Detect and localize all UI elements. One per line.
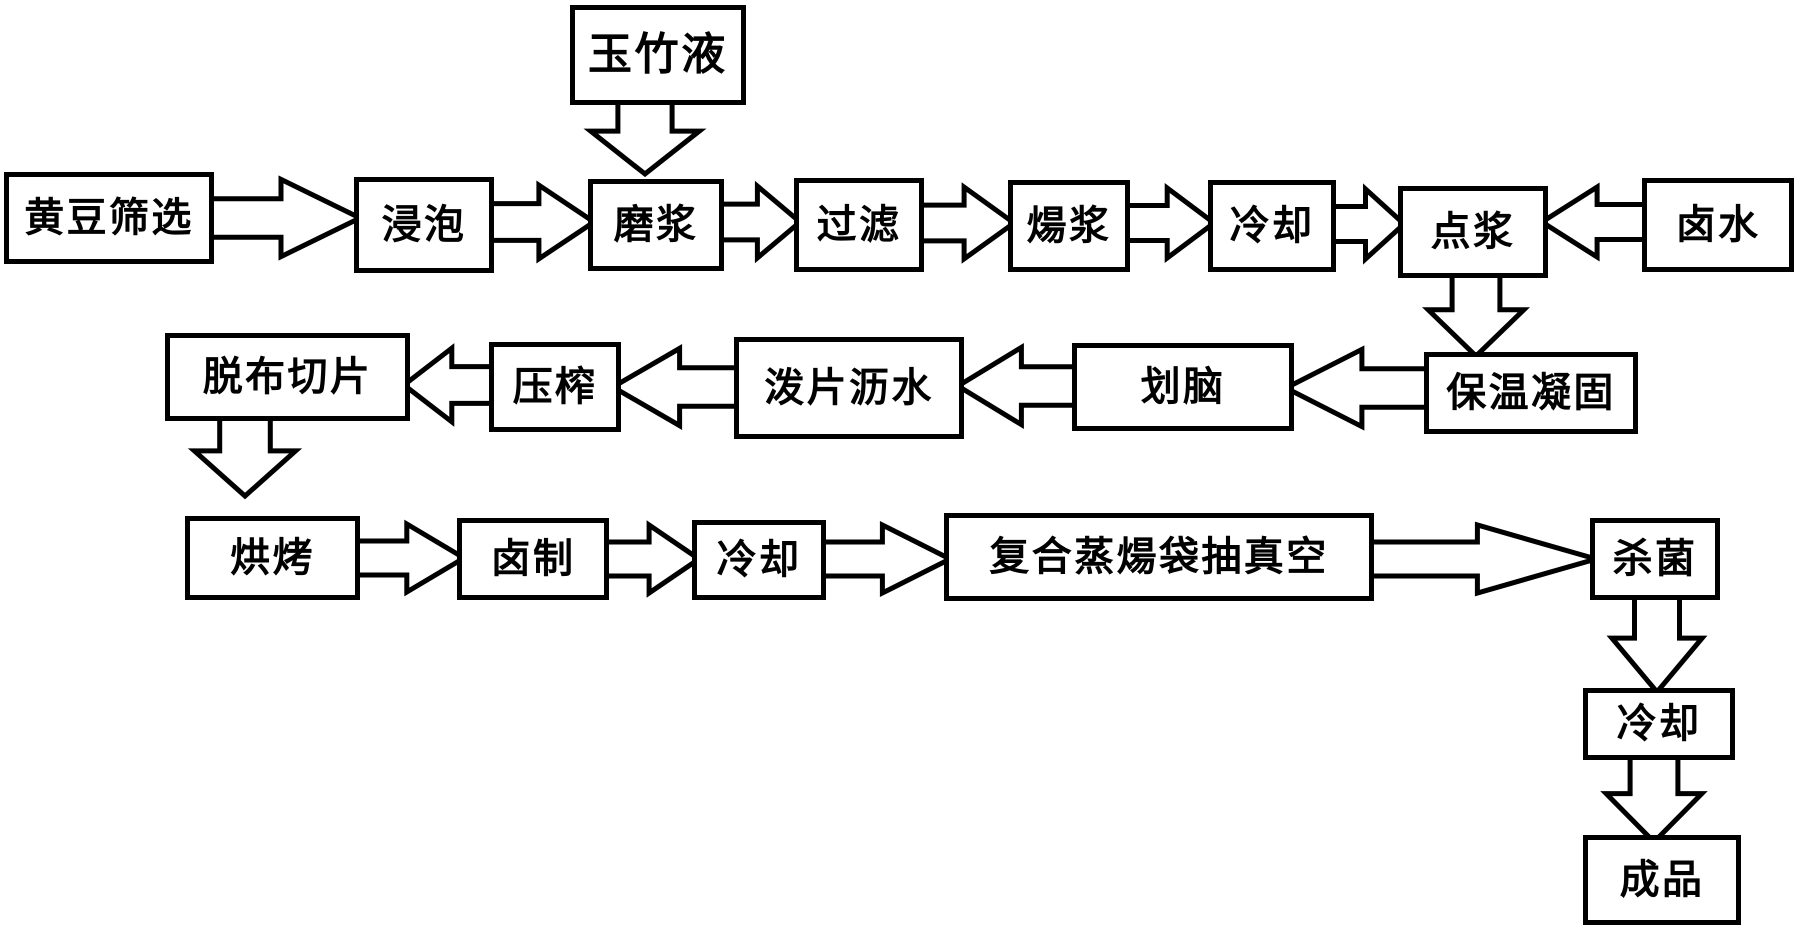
arrow-head-left xyxy=(608,344,744,430)
process-box-label: 浸泡 xyxy=(381,202,467,248)
process-box-label: 划脑 xyxy=(1140,364,1226,410)
process-box-shaixuan: 黄豆筛选 xyxy=(4,172,214,264)
process-box-label: 冷却 xyxy=(1616,701,1702,747)
process-box-yazha: 压榨 xyxy=(489,342,621,432)
arrow-head-down xyxy=(1600,751,1708,846)
arrow-huanao-to-poupian xyxy=(953,342,1083,430)
process-box-label: 成品 xyxy=(1619,857,1705,903)
process-box-label: 黄豆筛选 xyxy=(24,195,194,241)
process-box-jinpao: 浸泡 xyxy=(354,177,494,273)
arrow-baowen-to-huanao xyxy=(1280,345,1435,431)
arrow-head-left xyxy=(1537,182,1651,262)
process-box-yuzhuye: 玉竹液 xyxy=(570,5,746,105)
process-box-label: 磨浆 xyxy=(613,202,699,248)
arrow-lengque-to-dianjiang xyxy=(1327,183,1408,265)
arrow-head-right xyxy=(1365,521,1606,597)
arrow-head-right xyxy=(915,182,1019,264)
process-box-label: 保温凝固 xyxy=(1446,370,1616,416)
arrow-head-right xyxy=(600,520,704,598)
process-box-luzhi: 卤制 xyxy=(457,518,609,600)
arrow-head-right xyxy=(205,175,366,261)
arrow-head-left xyxy=(953,342,1083,430)
process-box-zhenkong: 复合蒸煬袋抽真空 xyxy=(944,513,1374,601)
arrow-head-left xyxy=(1280,345,1435,431)
arrow-head-down xyxy=(583,93,707,178)
process-box-lushui: 卤水 xyxy=(1642,178,1794,272)
process-box-dianjiang: 点浆 xyxy=(1398,186,1548,278)
arrow-dianjiang-to-baowen xyxy=(1422,269,1530,360)
process-box-lengque3: 冷却 xyxy=(1583,688,1735,760)
arrow-lengque-to-zhenkong xyxy=(817,520,956,598)
process-box-tuobu: 脱布切片 xyxy=(165,333,410,421)
arrow-shaixuan-to-jinpao xyxy=(205,175,366,261)
process-box-shajun: 杀菌 xyxy=(1590,518,1720,600)
arrow-luzhi-to-lengque xyxy=(600,520,704,598)
arrow-shajun-to-lengque xyxy=(1606,591,1708,696)
arrow-head-down xyxy=(1606,591,1708,696)
arrow-head-down xyxy=(187,411,303,500)
arrow-lushui-to-dianjiang xyxy=(1537,182,1651,262)
arrow-guolv-to-zhujiang xyxy=(915,182,1019,264)
arrow-head-left xyxy=(399,343,499,427)
process-box-label: 冷却 xyxy=(1229,203,1315,249)
arrow-mojiang-to-guolv xyxy=(715,180,804,264)
process-box-poupian: 泼片沥水 xyxy=(734,337,964,439)
process-box-label: 煬浆 xyxy=(1026,203,1112,249)
arrow-poupian-to-yazha xyxy=(608,344,744,430)
arrow-yuzhuye-to-mojiang xyxy=(583,93,707,178)
arrow-hongkao-to-luzhi xyxy=(351,519,469,597)
process-box-label: 玉竹液 xyxy=(588,29,728,80)
process-box-label: 冷却 xyxy=(716,537,802,583)
process-box-label: 杀菌 xyxy=(1612,536,1698,582)
process-box-label: 压榨 xyxy=(512,364,598,410)
process-box-guolv: 过滤 xyxy=(794,178,924,272)
arrow-head-right xyxy=(485,180,599,264)
process-box-label: 卤水 xyxy=(1675,202,1761,248)
process-box-huanao: 划脑 xyxy=(1072,343,1294,431)
process-box-mojiang: 磨浆 xyxy=(588,179,724,271)
arrow-head-down xyxy=(1422,269,1530,360)
process-box-label: 烘烤 xyxy=(230,535,315,581)
arrow-head-right xyxy=(1121,183,1219,263)
process-box-lengque2: 冷却 xyxy=(692,520,826,600)
process-box-label: 过滤 xyxy=(816,202,902,248)
arrow-head-right xyxy=(817,520,956,598)
arrow-lengque-to-chengpin xyxy=(1600,751,1708,846)
process-box-label: 泼片沥水 xyxy=(764,365,934,411)
process-box-lengque1: 冷却 xyxy=(1208,180,1336,272)
arrow-tuobu-to-hongkao xyxy=(187,411,303,500)
process-box-label: 卤制 xyxy=(490,536,576,582)
process-box-hongkao: 烘烤 xyxy=(185,516,360,600)
arrow-zhujiang-to-lengque xyxy=(1121,183,1219,263)
arrow-head-right xyxy=(1327,183,1408,265)
process-box-zhujiang: 煬浆 xyxy=(1008,180,1130,272)
process-box-baowen: 保温凝固 xyxy=(1424,352,1638,434)
process-box-chengpin: 成品 xyxy=(1583,835,1741,925)
arrow-head-right xyxy=(715,180,804,264)
arrow-yazha-to-tuobu xyxy=(399,343,499,427)
arrow-jinpao-to-mojiang xyxy=(485,180,599,264)
process-box-label: 复合蒸煬袋抽真空 xyxy=(989,534,1329,580)
arrow-head-right xyxy=(351,519,469,597)
process-box-label: 点浆 xyxy=(1430,209,1516,255)
arrow-zhenkong-to-shajun xyxy=(1365,521,1606,597)
process-box-label: 脱布切片 xyxy=(202,354,373,400)
